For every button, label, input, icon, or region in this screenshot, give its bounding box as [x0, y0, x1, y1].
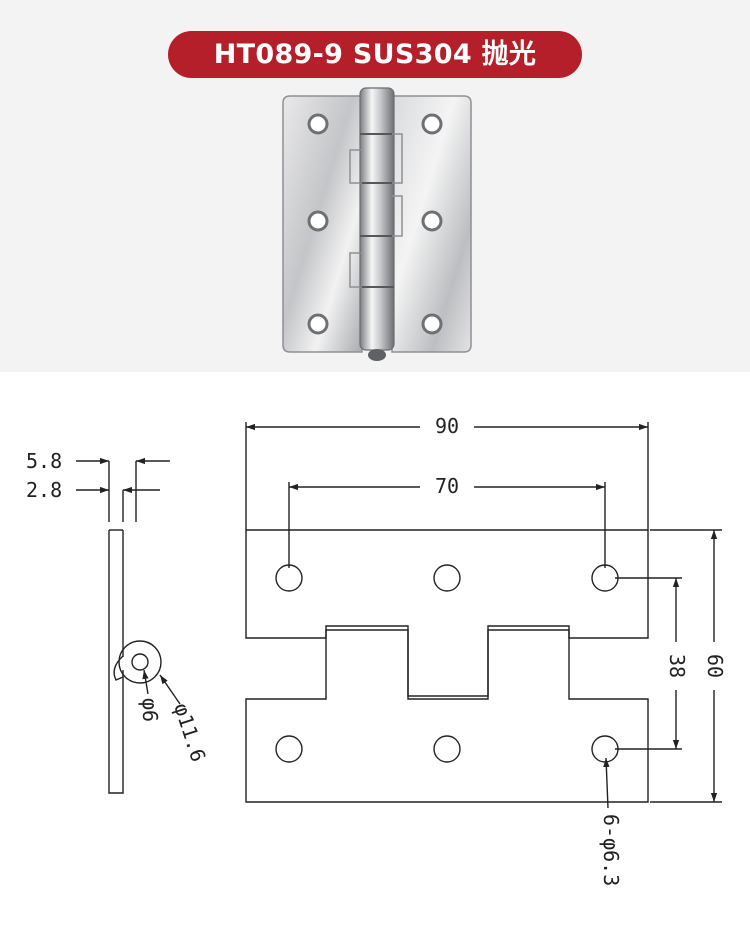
technical-drawing: 90 70 5.8 2.8 60 38 φ6 φ11.6 6-φ6.3: [26, 414, 727, 886]
dim-plate-thickness-outer: 5.8: [26, 449, 62, 473]
leaf-cutout: [349, 149, 362, 184]
side-view: [76, 457, 181, 794]
knuckle-circle: [118, 640, 162, 684]
dim-hole-row-spacing: 38: [665, 654, 689, 678]
bottom-leaf-outline: [245, 629, 649, 803]
pin-circle: [131, 653, 149, 671]
photo-holes: [307, 113, 443, 335]
dim-hole-spacing: 70: [435, 474, 459, 498]
leaf-cutout: [349, 252, 362, 288]
mount-hole: [275, 735, 303, 763]
dim-pin-diameter: φ6: [138, 698, 162, 722]
leaf-cutout: [392, 195, 403, 237]
product-photo-area: HT089-9 SUS304 抛光: [0, 0, 750, 372]
mount-hole: [591, 735, 619, 763]
front-view: [245, 422, 722, 809]
mount-hole: [591, 564, 619, 592]
top-leaf-outline: [245, 529, 649, 697]
leaf-cutout: [392, 133, 403, 184]
pin-end: [368, 349, 386, 361]
hinge-photo: [282, 87, 472, 361]
dim-total-width: 90: [435, 414, 459, 438]
mount-hole: [433, 735, 461, 763]
product-title-banner: HT089-9 SUS304 抛光: [168, 31, 582, 78]
dim-knuckle-diameter: φ11.6: [169, 700, 210, 765]
dim-plate-thickness-inner: 2.8: [26, 478, 62, 502]
mount-hole: [433, 564, 461, 592]
knuckle-barrel: [359, 87, 395, 351]
dim-total-height: 60: [703, 654, 727, 678]
dim-hole-callout: 6-φ6.3: [599, 814, 623, 886]
mount-hole: [275, 564, 303, 592]
